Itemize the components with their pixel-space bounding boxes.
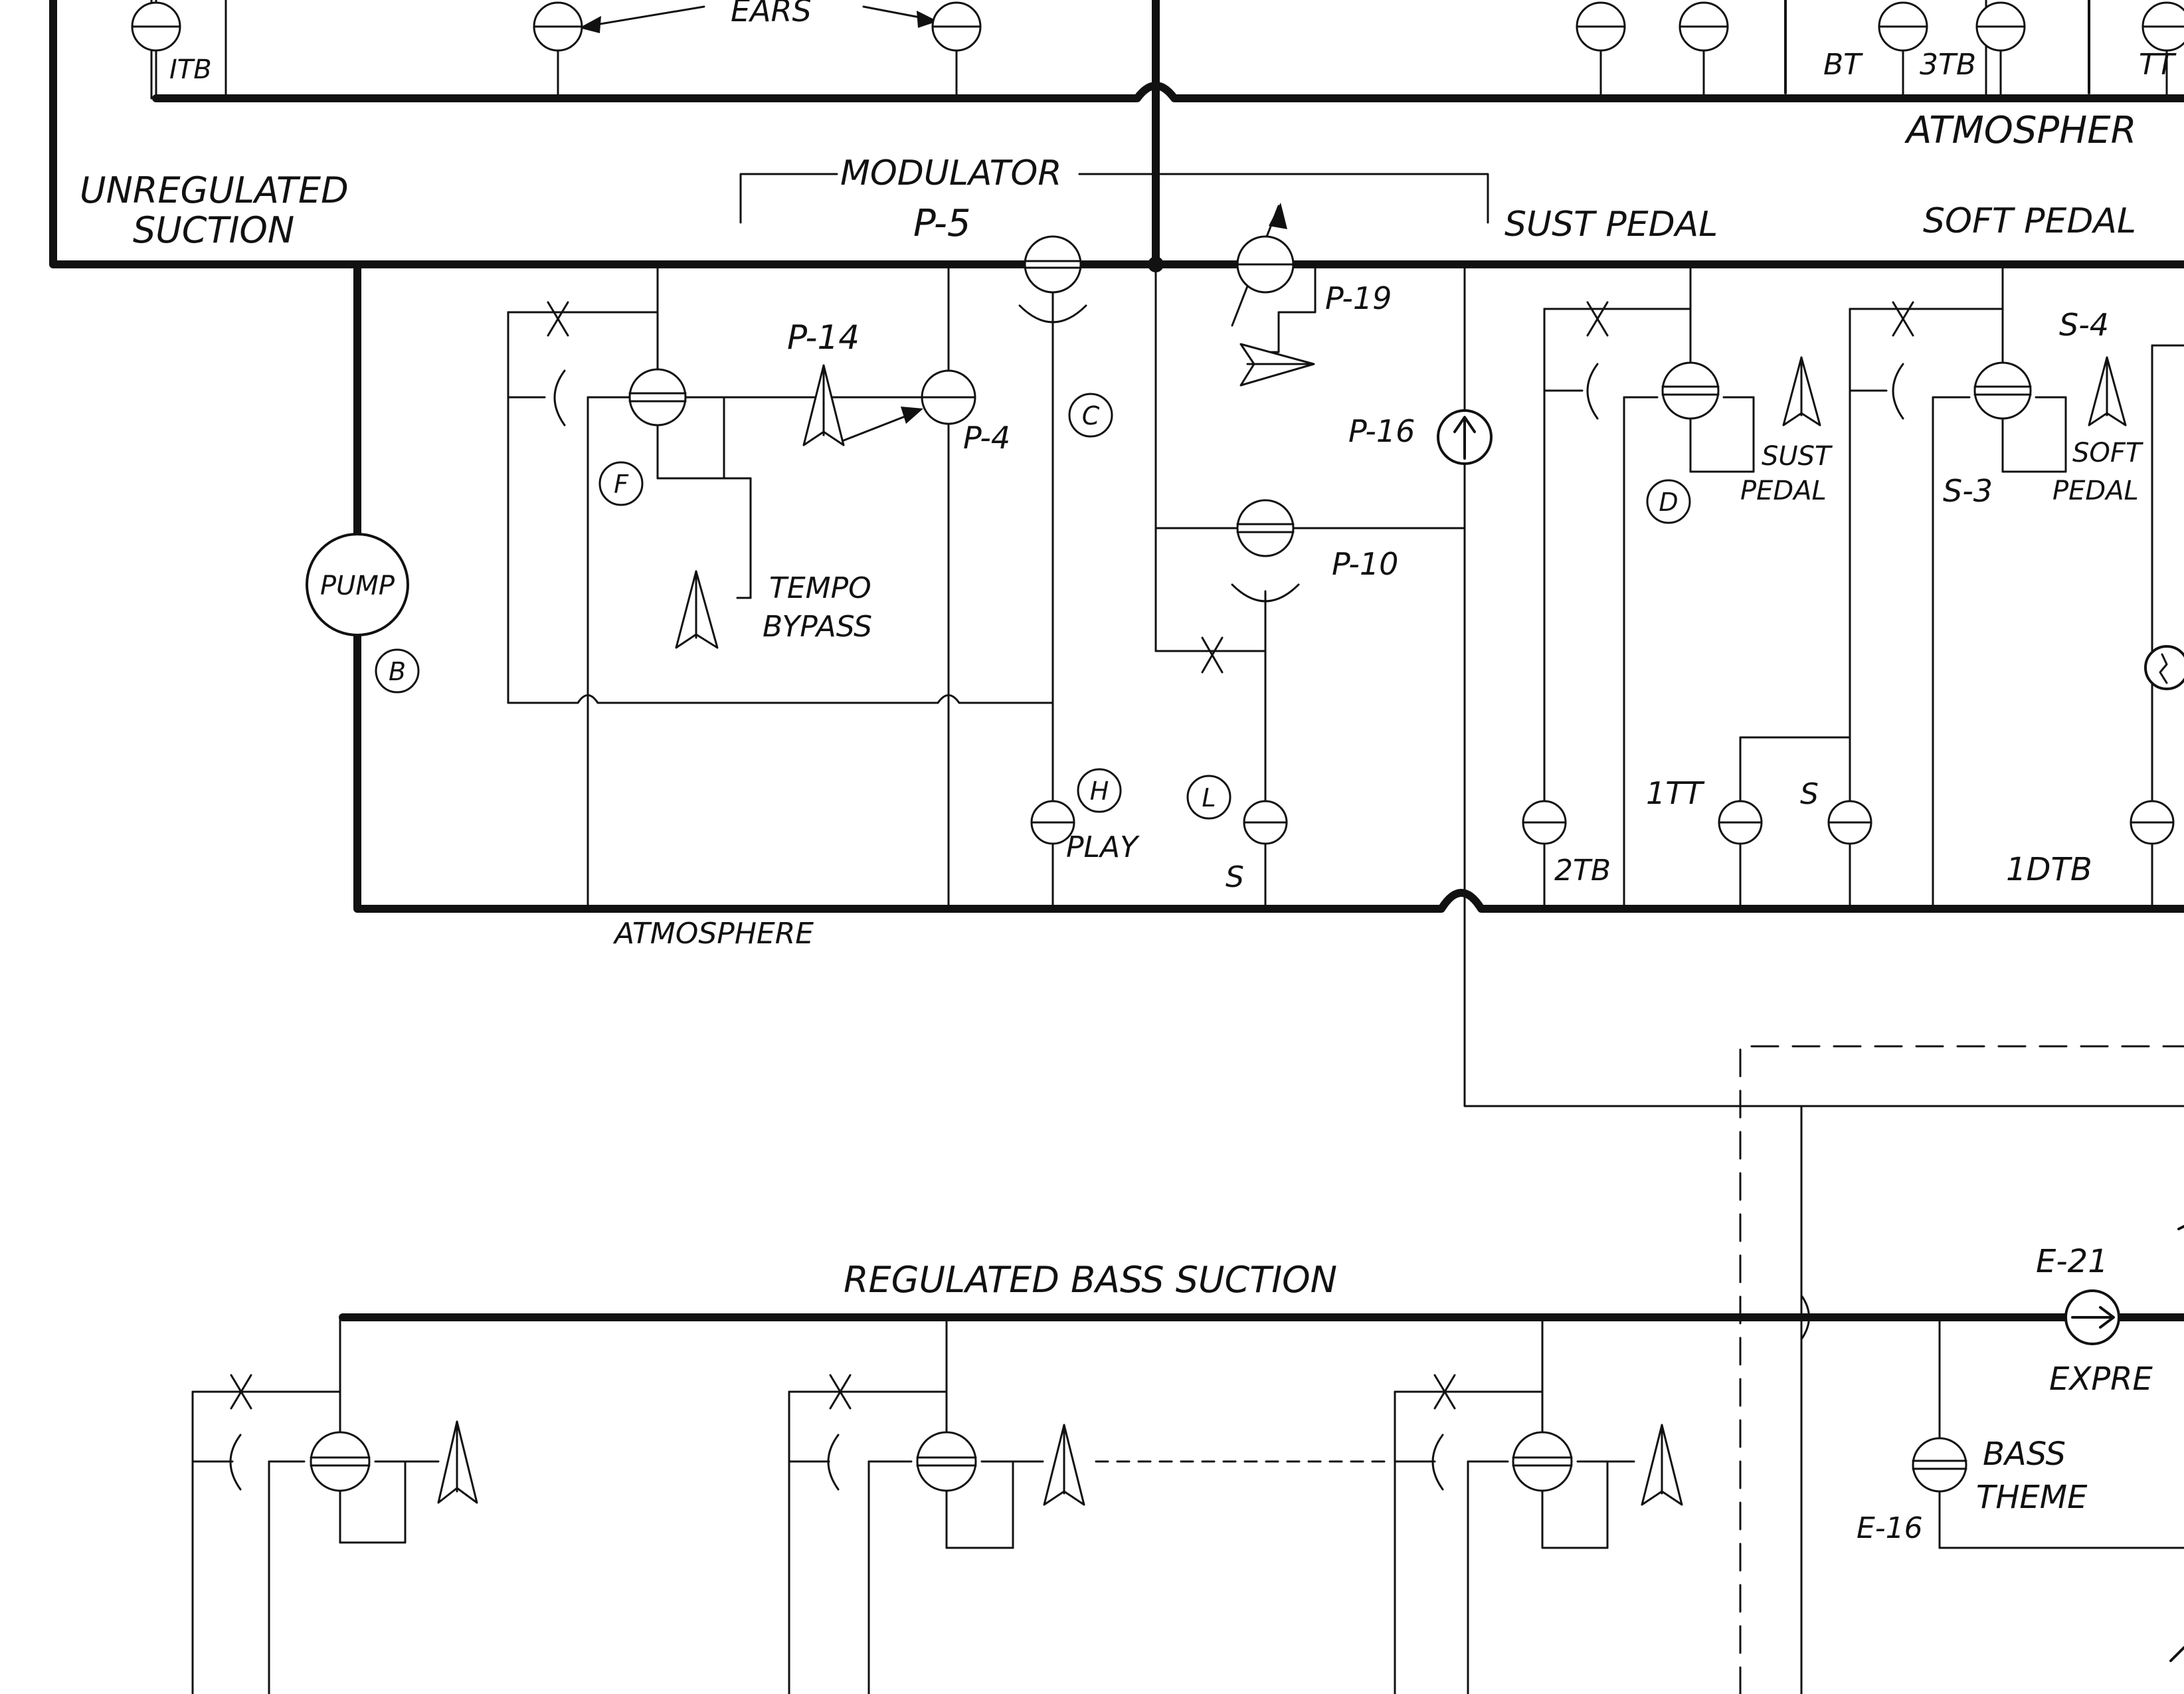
valve-s-right [1827,800,1872,845]
label-s-right: S [1800,777,1819,811]
label-soft: SOFT [2072,438,2144,468]
valve-bass-2 [916,1431,977,1492]
valve-2tb [1522,800,1567,845]
valves [131,1,2184,1493]
valve-top-d [1975,1,2026,52]
label-s3: S-3 [1943,473,1993,509]
label-pedal-b: PEDAL [2052,476,2139,506]
label-modulator: MODULATOR [840,153,1061,193]
label-play: PLAY [1066,830,1140,864]
label-e16: E-16 [1857,1511,1923,1545]
label-p10: P-10 [1332,546,1398,582]
label-e21: E-21 [2036,1243,2108,1280]
label-1dtb: 1DTB [2006,851,2092,888]
label-3tb: 3TB [1920,48,1976,82]
marker-c: C [1082,401,1100,430]
label-unregulated: UNREGULATED [80,169,349,211]
valve-s-left [1243,800,1288,845]
circled-markers: B C F D H L [375,393,1691,820]
valve-1tt [1718,800,1763,845]
label-pedal-a: PEDAL [1740,476,1827,506]
label-atmosphere-top: ATMOSPHER [1904,109,2137,152]
right-circuit [1543,263,2184,910]
label-bass: BASS [1983,1436,2066,1473]
label-s4: S-4 [2059,307,2109,343]
marker-d: D [1659,488,1678,517]
label-tt: TT [2139,48,2177,82]
label-p14: P-14 [787,318,860,357]
label-itb: ITB [169,54,212,85]
label-tempo: TEMPO [769,571,871,605]
marker-f: F [614,470,629,499]
valve-p4 [921,369,976,425]
valve-ears-right [931,1,982,52]
label-pump: PUMP [320,571,395,601]
valve-bass-theme [1912,1437,1967,1493]
main-channels [49,0,2184,1321]
valve-p19 [1236,235,1295,294]
label-suction: SUCTION [133,209,294,251]
label-atmosphere-bottom: ATMOSPHERE [612,917,814,951]
labels: EARS ITB BT 3TB TT ATMOSPHER UNREGULATED… [80,0,2177,1545]
marker-h: H [1090,777,1109,806]
label-1tt: 1TT [1646,775,1705,811]
valve-f [628,368,687,426]
valve-ears-left [533,1,583,52]
middle-circuit [739,173,1742,1107]
label-sust: SUST [1762,441,1833,472]
bottom-circuits [191,1316,1635,1694]
valve-soft [1973,361,2032,420]
label-soft-pedal: SOFT PEDAL [1923,201,2136,241]
marker-l: L [1202,783,1216,812]
label-ears: EARS [731,0,812,29]
valve-top-b [1679,1,1729,52]
label-s-left: S [1226,860,1244,894]
valve-p10 [1236,499,1295,557]
label-2tb: 2TB [1554,854,1611,888]
label-expre: EXPRE [2049,1361,2153,1398]
valve-top-a [1576,1,1626,52]
valve-sust [1661,361,1720,420]
symbols [306,343,2184,1506]
valve-play [1030,800,1075,845]
label-p4: P-4 [963,420,1010,456]
valve-1dtb [2130,800,2175,845]
label-p16: P-16 [1348,413,1415,449]
valve-bass-3 [1512,1431,1573,1492]
label-sust-pedal: SUST PEDAL [1504,205,1718,244]
valve-top-c [1878,1,1928,52]
valve-p5 [1024,235,1082,294]
label-theme: THEME [1976,1479,2088,1516]
label-bypass: BYPASS [763,610,872,644]
valve-itb [131,1,181,52]
label-p5: P-5 [913,202,971,245]
label-p19: P-19 [1325,280,1392,316]
valve-bass-1 [310,1431,371,1492]
lower-links [1739,1045,2184,1694]
pump-symbol [306,533,409,636]
marker-b: B [389,657,406,686]
label-regulated: REGULATED BASS SUCTION [844,1259,1337,1301]
valve-top-e [2141,1,2184,52]
label-bt: BT [1823,48,1863,82]
